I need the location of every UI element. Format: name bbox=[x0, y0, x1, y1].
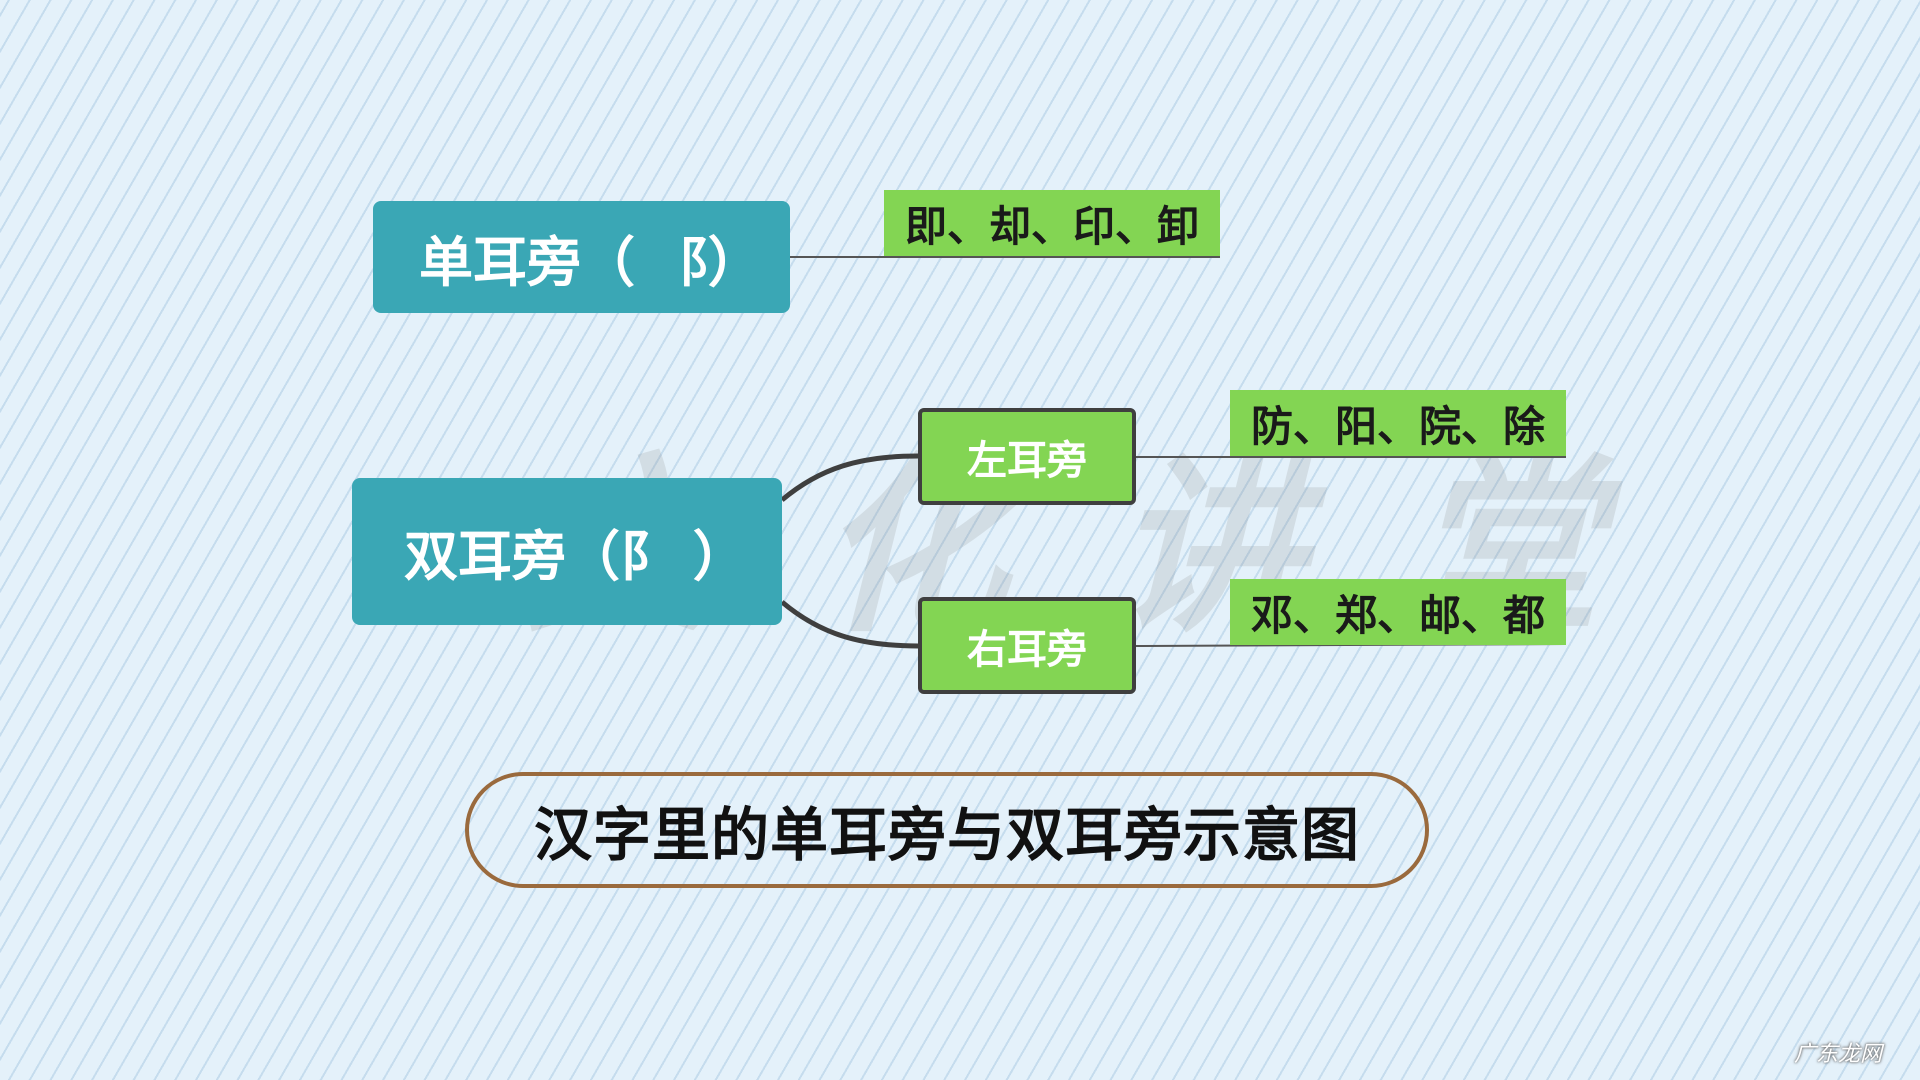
brand-text: 广东龙网 bbox=[1793, 1042, 1882, 1067]
diagram-caption: 汉字里的单耳旁与双耳旁示意图 bbox=[465, 772, 1429, 888]
right-ear-node: 右耳旁 bbox=[918, 597, 1136, 694]
left-ear-node: 左耳旁 bbox=[918, 408, 1136, 505]
connector-double-to-right bbox=[780, 600, 919, 649]
left-ear-label: 左耳旁 bbox=[967, 437, 1087, 484]
single-ear-node: 单耳旁（ ⻏） bbox=[373, 201, 790, 313]
right-ear-examples: 邓、郑、邮、都 bbox=[1230, 579, 1566, 645]
left-ear-examples-text: 防、阳、院、除 bbox=[1250, 401, 1545, 451]
caption-text: 汉字里的单耳旁与双耳旁示意图 bbox=[533, 801, 1360, 869]
double-ear-label: 双耳旁（⻖ ） bbox=[404, 525, 747, 588]
single-ear-label: 单耳旁（ ⻏） bbox=[419, 230, 762, 294]
single-ear-examples-text: 即、却、印、卸 bbox=[904, 201, 1199, 251]
double-ear-node: 双耳旁（⻖ ） bbox=[352, 478, 782, 625]
single-ear-examples: 即、却、印、卸 bbox=[884, 190, 1220, 256]
right-ear-label: 右耳旁 bbox=[967, 626, 1087, 673]
right-ear-examples-text: 邓、郑、邮、都 bbox=[1250, 590, 1545, 640]
brand-logo: 广东龙网 bbox=[1794, 1036, 1882, 1068]
connector-double-to-left bbox=[780, 453, 919, 502]
left-ear-examples: 防、阳、院、除 bbox=[1230, 390, 1566, 456]
